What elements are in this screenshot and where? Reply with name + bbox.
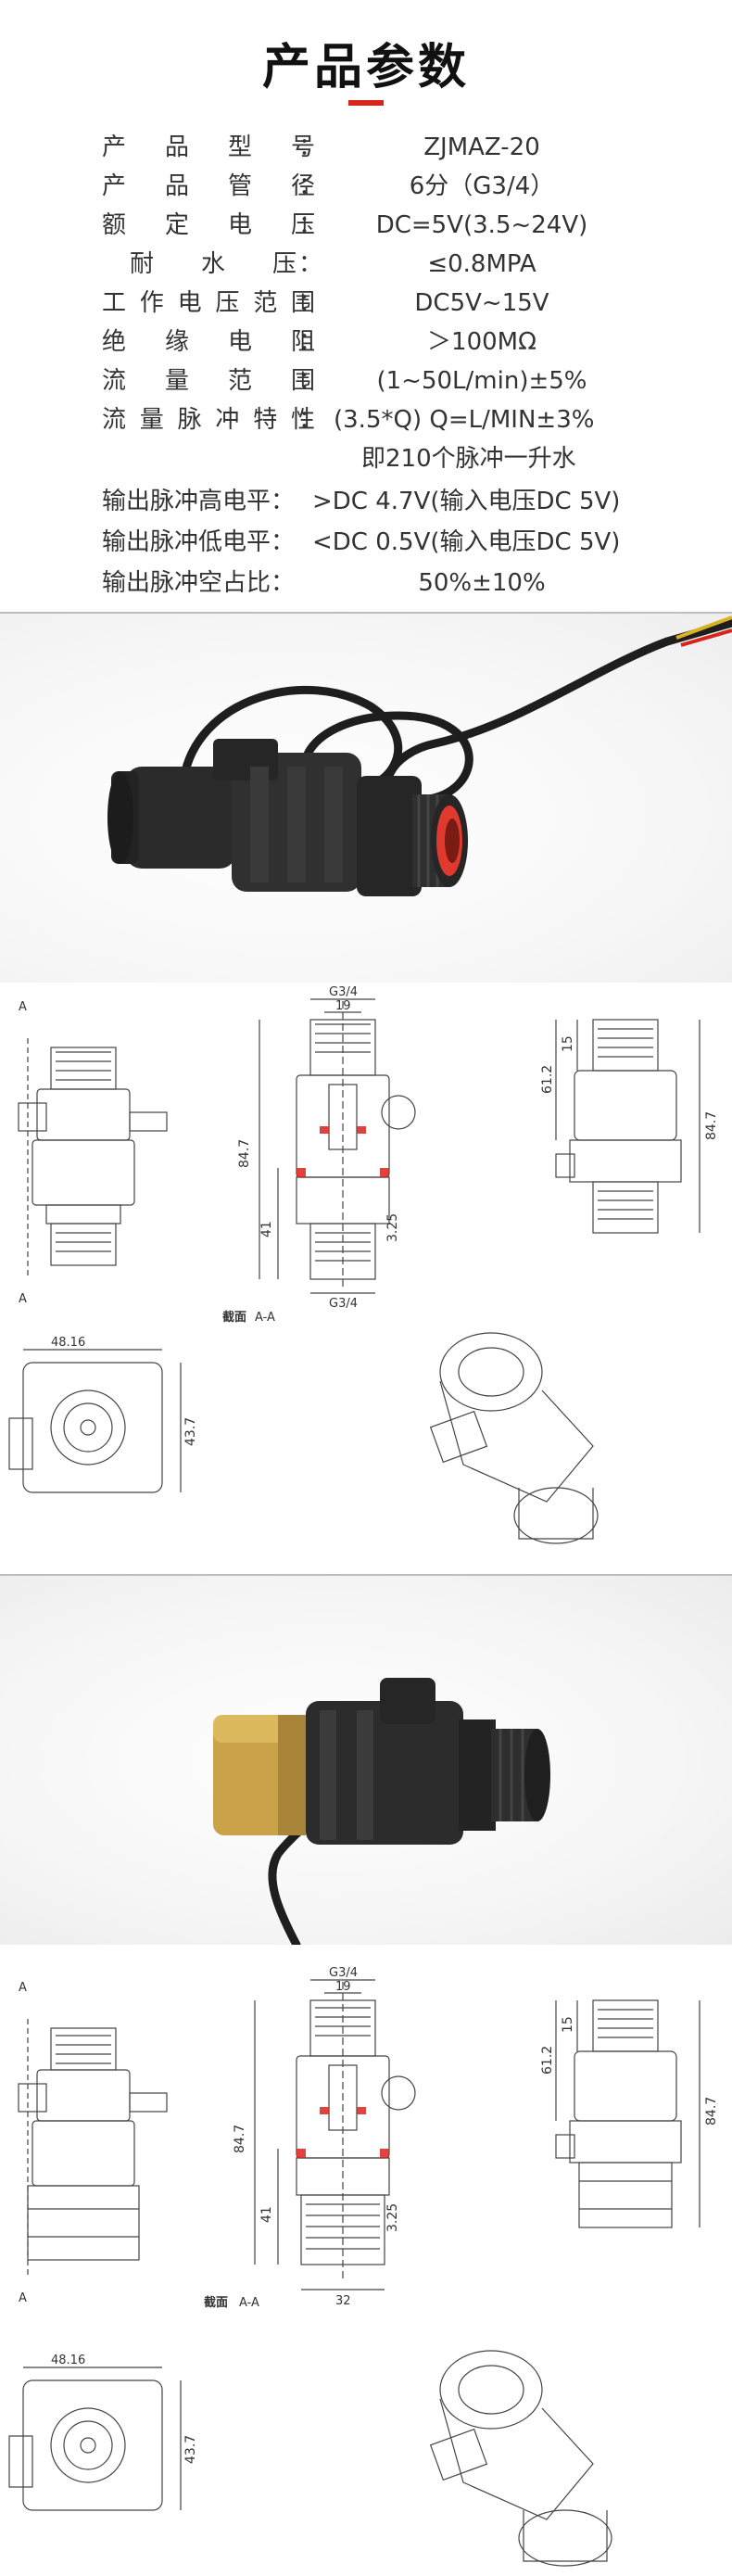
param-colon: ：	[298, 133, 323, 161]
dim-43-7: 43.7	[183, 1417, 198, 1446]
dim-43-7: 43.7	[183, 2435, 198, 2464]
technical-drawing-2: A A G3/4 19 84.7 41 3.25 32 截面 A-A 61.2 …	[0, 1945, 732, 2576]
param-row-working-voltage: 工作电压范围 ： DC5V~15V	[0, 284, 732, 323]
param-label: 耐水压	[130, 250, 297, 278]
param-row-pipe-size: 产品管径 ： 6分（G3/4）	[0, 167, 732, 206]
dim-height: 84.7	[233, 2125, 247, 2153]
param-value: ZJMAZ-20	[423, 133, 540, 161]
param-value: <DC 0.5V(输入电压DC 5V)	[312, 528, 621, 556]
section-label: 截面	[222, 1310, 246, 1325]
dim-height-right: 84.7	[704, 2097, 719, 2126]
param-colon: ：	[298, 172, 323, 200]
param-row-pulse-high: 输出脉冲高电平： >DC 4.7V(输入电压DC 5V)	[0, 482, 732, 521]
section-label: 截面	[204, 2295, 228, 2310]
product-photo-black	[0, 612, 732, 984]
param-colon: ：	[298, 289, 323, 317]
dim-height: 84.7	[237, 1139, 252, 1168]
param-label: 输出脉冲低电平：	[102, 528, 296, 556]
param-colon: ：	[298, 211, 323, 239]
dim-15: 15	[561, 1035, 575, 1052]
dim-19: 19	[335, 1980, 351, 1994]
param-label: 流量脉冲特性	[102, 406, 315, 434]
dim-48-16: 48.16	[51, 1336, 85, 1350]
cut-mark-bottom: A	[19, 2291, 27, 2305]
param-label: 输出脉冲空占比：	[102, 569, 296, 597]
param-value: 6分（G3/4）	[409, 172, 555, 200]
dim-41: 41	[259, 2206, 274, 2223]
cut-mark-top: A	[19, 1981, 27, 1995]
section-name: A-A	[255, 1311, 275, 1325]
param-label: 产品管径	[102, 172, 315, 200]
param-value: DC5V~15V	[414, 289, 549, 317]
dim-height-right: 84.7	[704, 1111, 719, 1140]
param-row-pulse-characteristic: 流量脉冲特性 ： (3.5*Q) Q=L/MIN±3% 即210个脉冲一升水	[0, 400, 732, 478]
dim-48-16: 48.16	[51, 2354, 85, 2367]
section-name: A-A	[239, 2296, 259, 2310]
cut-mark-top: A	[19, 1000, 27, 1014]
dim-3-25: 3.25	[385, 1213, 400, 1242]
param-colon: ：	[298, 406, 323, 434]
param-label: 输出脉冲高电平：	[102, 488, 296, 515]
param-row-duty-cycle: 输出脉冲空占比： 50%±10%	[0, 564, 732, 603]
param-row-model: 产品型号 ： ZJMAZ-20	[0, 128, 732, 167]
dim-32: 32	[335, 2294, 351, 2308]
param-label: 产品型号	[102, 133, 315, 161]
param-row-flow-range: 流量范围 ： (1~50L/min)±5%	[0, 362, 732, 400]
dim-19: 19	[335, 999, 351, 1013]
product-illustration-black	[107, 615, 732, 896]
dim-thread-top: G3/4	[329, 1966, 358, 1980]
param-value: ＞100MΩ	[427, 328, 536, 356]
dim-3-25: 3.25	[385, 2203, 400, 2232]
param-value: (3.5*Q) Q=L/MIN±3%	[334, 406, 595, 434]
cut-mark-bottom: A	[19, 1292, 27, 1306]
param-colon: ：	[298, 328, 323, 356]
dim-61-2: 61.2	[540, 2046, 555, 2075]
dim-15: 15	[561, 2016, 575, 2033]
page-title: 产品参数	[261, 40, 470, 95]
dim-thread-top: G3/4	[329, 985, 358, 999]
param-colon: ：	[298, 250, 323, 278]
technical-drawing-1: A A G3/4 19 84.7 41 3.25 G3/4 截面 A-A 61.…	[0, 983, 732, 1572]
title-underline	[348, 100, 384, 106]
param-row-water-pressure: 耐水压 ： ≤0.8MPA	[0, 245, 732, 284]
param-value: (1~50L/min)±5%	[376, 367, 587, 395]
param-row-insulation: 绝缘电阻 ： ＞100MΩ	[0, 323, 732, 362]
param-value: ≤0.8MPA	[427, 250, 536, 278]
product-illustration-brass	[213, 1678, 550, 1945]
param-row-rated-voltage: 额定电压 ： DC=5V(3.5~24V)	[0, 206, 732, 245]
param-value: DC=5V(3.5~24V)	[375, 211, 588, 239]
product-photo-brass	[0, 1574, 732, 1947]
param-label: 工作电压范围	[102, 289, 315, 317]
param-row-pulse-low: 输出脉冲低电平： <DC 0.5V(输入电压DC 5V)	[0, 523, 732, 562]
param-label: 流量范围	[102, 367, 315, 395]
technical-drawing-1-svg: A A G3/4 19 84.7 41 3.25 G3/4 截面 A-A 61.…	[8, 985, 719, 1544]
param-colon: ：	[298, 367, 323, 395]
dim-41: 41	[259, 1221, 274, 1237]
param-label: 额定电压	[102, 211, 315, 239]
param-value: >DC 4.7V(输入电压DC 5V)	[312, 488, 621, 515]
param-value: 50%±10%	[418, 569, 546, 597]
dim-thread-bottom: G3/4	[329, 1297, 358, 1311]
technical-drawing-2-svg: A A G3/4 19 84.7 41 3.25 32 截面 A-A 61.2 …	[8, 1966, 719, 2567]
param-label: 绝缘电阻	[102, 328, 315, 356]
param-value-line2: 即210个脉冲一升水	[361, 445, 576, 473]
dim-61-2: 61.2	[540, 1065, 555, 1094]
